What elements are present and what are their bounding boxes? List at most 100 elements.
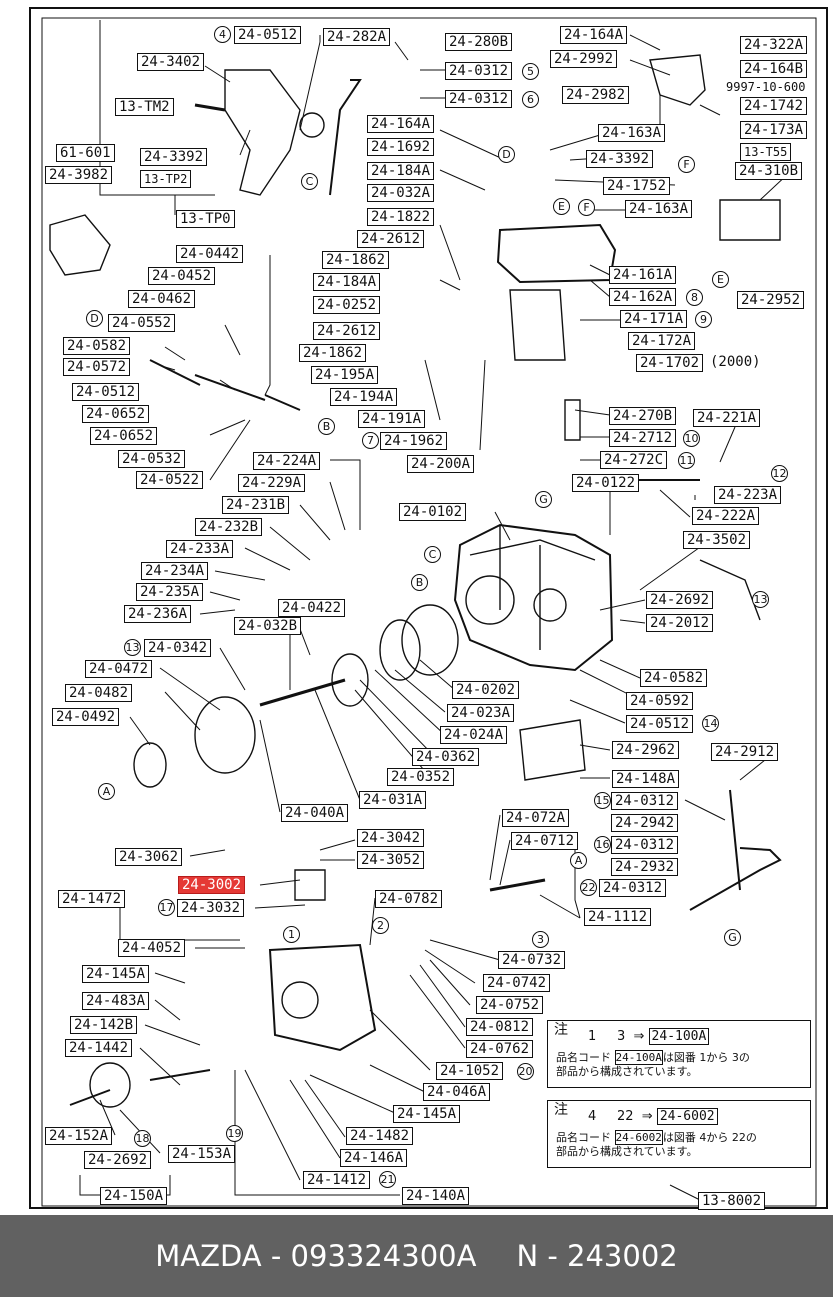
part-label-24-234a: 24-234A xyxy=(141,562,209,580)
ref-marker: 19 xyxy=(226,1125,243,1142)
part-label-24-0422: 24-0422 xyxy=(278,599,346,617)
note-range: 4 22 ⇒ 24-6002 xyxy=(588,1108,718,1125)
part-label-24-0752: 24-0752 xyxy=(476,996,544,1014)
part-label-24-0812: 24-0812 xyxy=(466,1018,534,1036)
part-label-13-t55: 13-T55 xyxy=(740,143,792,161)
part-label-24-270b: 24-270B xyxy=(609,407,677,425)
part-label-24-222a: 24-222A xyxy=(692,507,760,525)
part-info-footer: MAZDA - 093324300A N - 243002 xyxy=(0,1215,833,1297)
part-label-24-229a: 24-229A xyxy=(238,474,306,492)
part-label-24-2992: 24-2992 xyxy=(550,50,618,68)
ref-marker: A xyxy=(570,852,587,869)
part-label-9997-10-600: 9997-10-600 xyxy=(726,80,806,94)
part-label-24-2932: 24-2932 xyxy=(611,858,679,876)
part-label-24-1702: 24-1702 xyxy=(636,354,704,372)
part-label-24-171a: 24-171A xyxy=(620,310,688,328)
part-label-24-024a: 24-024A xyxy=(440,726,508,744)
part-label-24-1862: 24-1862 xyxy=(322,251,390,269)
ref-marker: 5 xyxy=(522,63,539,80)
part-label-24-0512: 24-0512 xyxy=(72,383,140,401)
part-label-24-224a: 24-224A xyxy=(253,452,321,470)
part-label-24-173a: 24-173A xyxy=(740,121,808,139)
part-label-24-0762: 24-0762 xyxy=(466,1040,534,1058)
ref-marker: 17 xyxy=(158,899,175,916)
part-label-24-040a: 24-040A xyxy=(281,804,349,822)
part-label-13-tm2: 13-TM2 xyxy=(115,98,174,116)
note-to: 22 xyxy=(616,1109,634,1124)
part-label-24-235a: 24-235A xyxy=(136,583,204,601)
part-label-24-1052: 24-1052 xyxy=(436,1062,504,1080)
part-label-24-0102: 24-0102 xyxy=(399,503,467,521)
part-label-24-2692: 24-2692 xyxy=(84,1151,152,1169)
part-label-24-0512: 24-0512 xyxy=(234,26,302,44)
note-to: 3 xyxy=(616,1029,626,1044)
ref-marker: D xyxy=(498,146,515,163)
part-label-24-4052: 24-4052 xyxy=(118,939,186,957)
part-label-24-200a: 24-200A xyxy=(407,455,475,473)
note-text: 品名コード 24-100Aは図番 1から 3の 部品から構成されています。 xyxy=(556,1050,750,1079)
part-label-24-1412: 24-1412 xyxy=(303,1171,371,1189)
part-label-24-3062: 24-3062 xyxy=(115,848,183,866)
part-label-61-601: 61-601 xyxy=(56,144,115,162)
ref-marker: C xyxy=(424,546,441,563)
part-label-24-0352: 24-0352 xyxy=(387,768,455,786)
part-label-24-2612: 24-2612 xyxy=(313,322,381,340)
part-label-24-3052: 24-3052 xyxy=(357,851,425,869)
part-label-24-282a: 24-282A xyxy=(323,28,391,46)
part-label-24-1742: 24-1742 xyxy=(740,97,808,115)
part-label-24-0202: 24-0202 xyxy=(452,681,520,699)
part-label-24-0462: 24-0462 xyxy=(128,290,196,308)
ref-marker: D xyxy=(86,310,103,327)
note-line: は図番 xyxy=(662,1051,696,1064)
part-label-24-280b: 24-280B xyxy=(445,33,513,51)
part-label-24-161a: 24-161A xyxy=(609,266,677,284)
arrow-icon: ⇒ xyxy=(633,1029,645,1044)
part-label-24-2982: 24-2982 xyxy=(562,86,630,104)
part-label-24-1962: 24-1962 xyxy=(380,432,448,450)
note-code: 24-100A xyxy=(648,1028,710,1045)
part-label-24-2912: 24-2912 xyxy=(711,743,779,761)
note-code-inline: 24-100A xyxy=(614,1050,663,1065)
ref-marker: 16 xyxy=(594,836,611,853)
note-line: 4 xyxy=(699,1131,707,1144)
part-label-24-0732: 24-0732 xyxy=(498,951,566,969)
part-label-24-0452: 24-0452 xyxy=(148,267,216,285)
ref-marker: 22 xyxy=(580,879,597,896)
part-label-24-2942: 24-2942 xyxy=(611,814,679,832)
part-label-24-032a: 24-032A xyxy=(367,184,435,202)
part-label-24-046a: 24-046A xyxy=(423,1083,491,1101)
note-line: 品名コード xyxy=(556,1051,611,1064)
part-label-24-0442: 24-0442 xyxy=(176,245,244,263)
part-label-24-032b: 24-032B xyxy=(234,617,302,635)
part-label-24-0482: 24-0482 xyxy=(65,684,133,702)
part-label-24-184a: 24-184A xyxy=(313,273,381,291)
ref-marker: C xyxy=(301,173,318,190)
ref-marker: B xyxy=(411,574,428,591)
ref-marker: B xyxy=(318,418,335,435)
ref-marker: 13 xyxy=(752,591,769,608)
part-label-24-272c: 24-272C xyxy=(600,451,668,469)
note-line: 3 xyxy=(731,1051,739,1064)
part-label-24-1862: 24-1862 xyxy=(299,344,367,362)
note-line: から xyxy=(706,1131,729,1144)
ref-marker: 8 xyxy=(686,289,703,306)
part-label-24-172a: 24-172A xyxy=(628,332,696,350)
ref-marker: 7 xyxy=(362,432,379,449)
ref-marker: G xyxy=(724,929,741,946)
ref-marker: 6 xyxy=(522,91,539,108)
ref-marker: 20 xyxy=(517,1063,534,1080)
part-label-24-2612: 24-2612 xyxy=(357,230,425,248)
note-range: 1 3 ⇒ 24-100A xyxy=(588,1028,710,1045)
part-label-24-0472: 24-0472 xyxy=(85,660,153,678)
part-label-24-3392: 24-3392 xyxy=(140,148,208,166)
note-head: 注 xyxy=(554,1102,568,1118)
part-label-24-1442: 24-1442 xyxy=(65,1039,133,1057)
part-label-24-146a: 24-146A xyxy=(340,1149,408,1167)
part-label-24-1752: 24-1752 xyxy=(603,177,671,195)
exploded-parts-diagram: 24-0512 24-282A 24-280B 24-0312 24-0312 … xyxy=(29,7,828,1210)
part-label-24-0522: 24-0522 xyxy=(136,471,204,489)
brand-part-number: MAZDA - 093324300A xyxy=(155,1239,477,1273)
note-box-assembly-2: 注 4 22 ⇒ 24-6002 品名コード 24-6002は図番 4から 22… xyxy=(547,1100,811,1168)
part-label-24-2012: 24-2012 xyxy=(646,614,714,632)
note-line: 部品から構成されています。 xyxy=(556,1145,698,1158)
